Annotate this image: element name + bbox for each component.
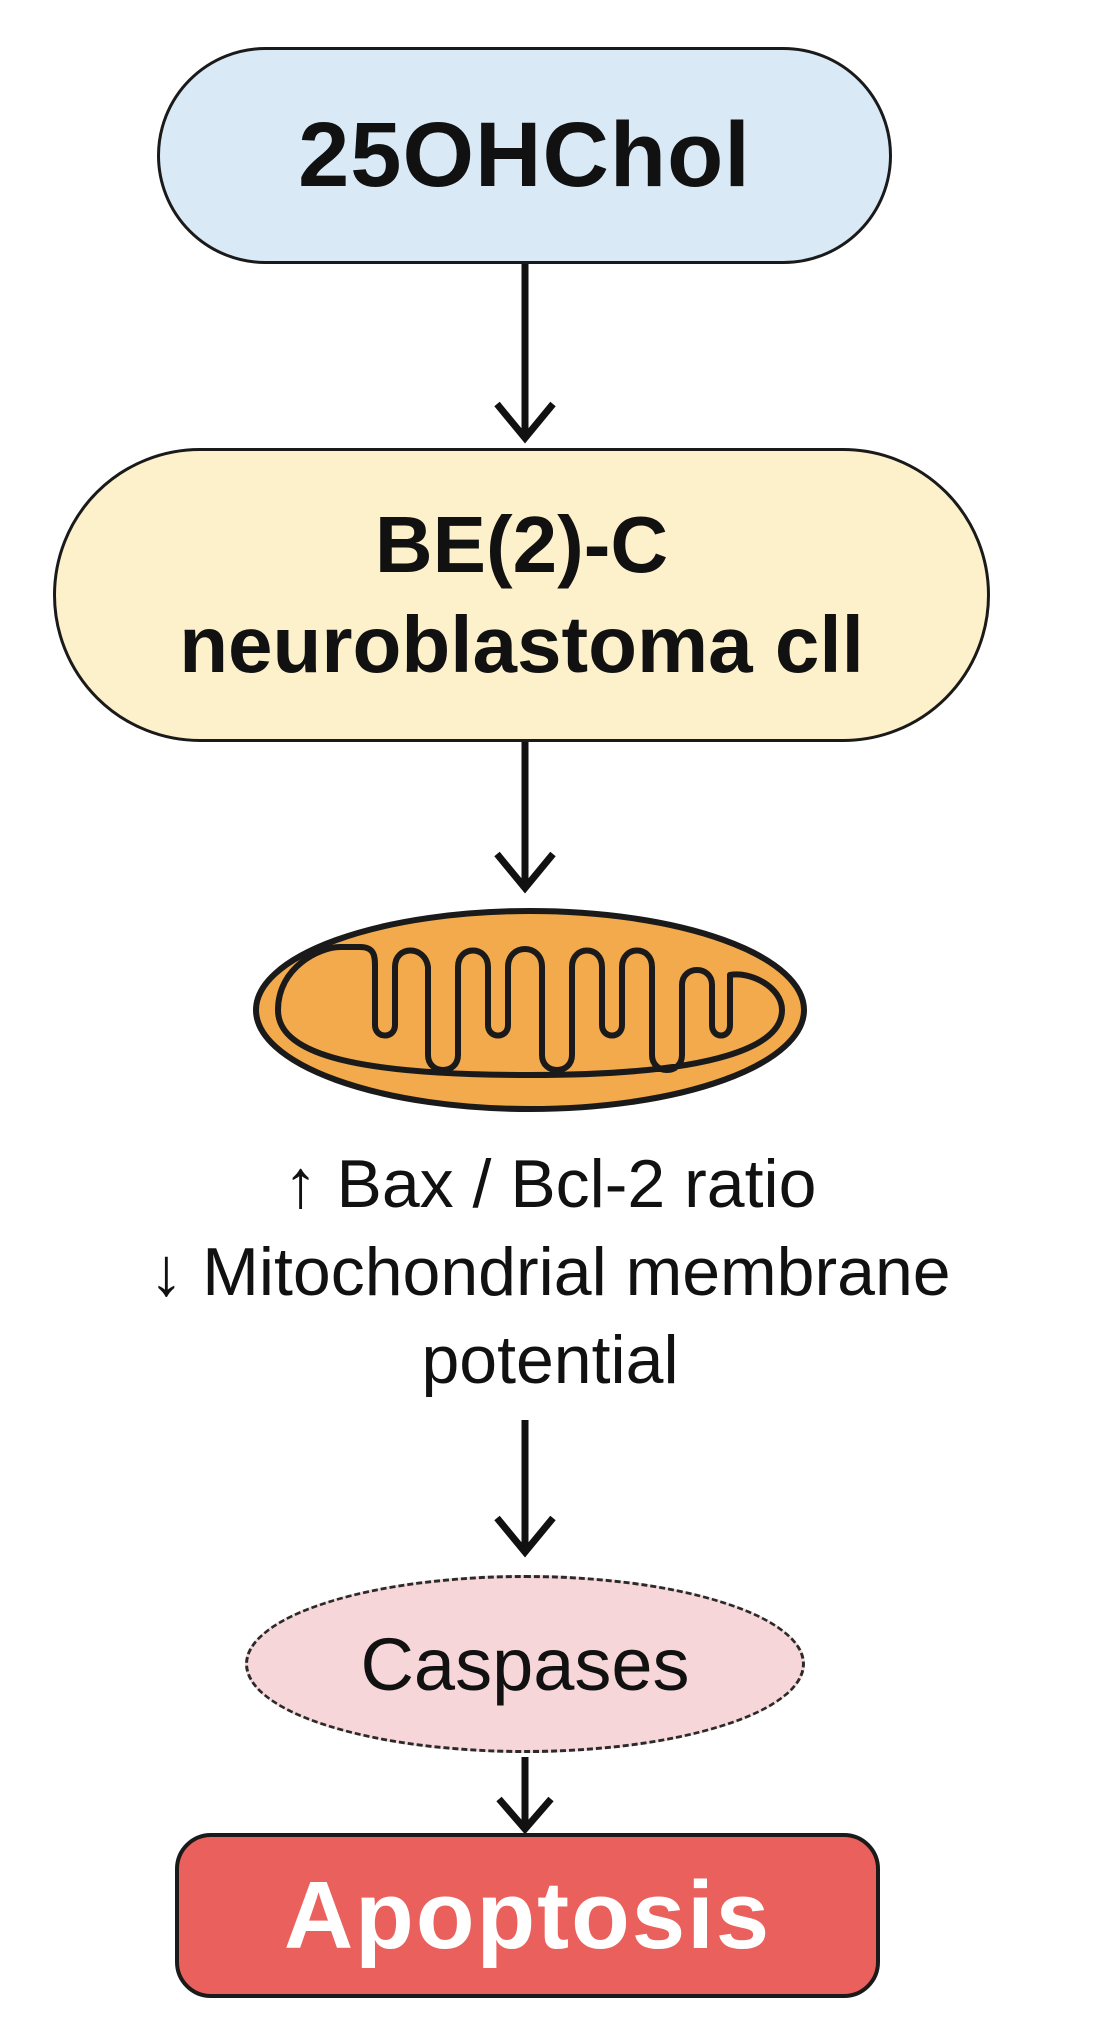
bax-bcl2-ratio-text: ↑ Bax / Bcl-2 ratio (283, 1146, 817, 1222)
arrow-caspases-to-apoptosis (496, 1757, 554, 1833)
compound-node: 25OHChol (157, 47, 892, 264)
cell-line-node: BE(2)-C neuroblastoma cll (53, 448, 990, 742)
arrow-cell-to-mitochondrion (494, 742, 556, 894)
arrow-effects-to-caspases (494, 1420, 556, 1558)
caspases-label: Caspases (360, 1622, 690, 1706)
cell-type-label: neuroblastoma cll (179, 600, 864, 689)
caspases-node: Caspases (245, 1575, 805, 1753)
compound-label: 25OHChol (298, 104, 751, 206)
potential-text: potential (421, 1322, 679, 1398)
membrane-potential-text: ↓ Mitochondrial membrane (149, 1234, 951, 1310)
apoptosis-node: Apoptosis (175, 1833, 880, 1998)
cell-line-label: BE(2)-C (374, 500, 669, 589)
mitochondrion-icon (253, 908, 807, 1112)
apoptosis-label: Apoptosis (283, 1861, 772, 1969)
mitochondrial-effects: ↑ Bax / Bcl-2 ratio ↓ Mitochondrial memb… (0, 1140, 1100, 1404)
arrow-compound-to-cell (494, 264, 556, 444)
